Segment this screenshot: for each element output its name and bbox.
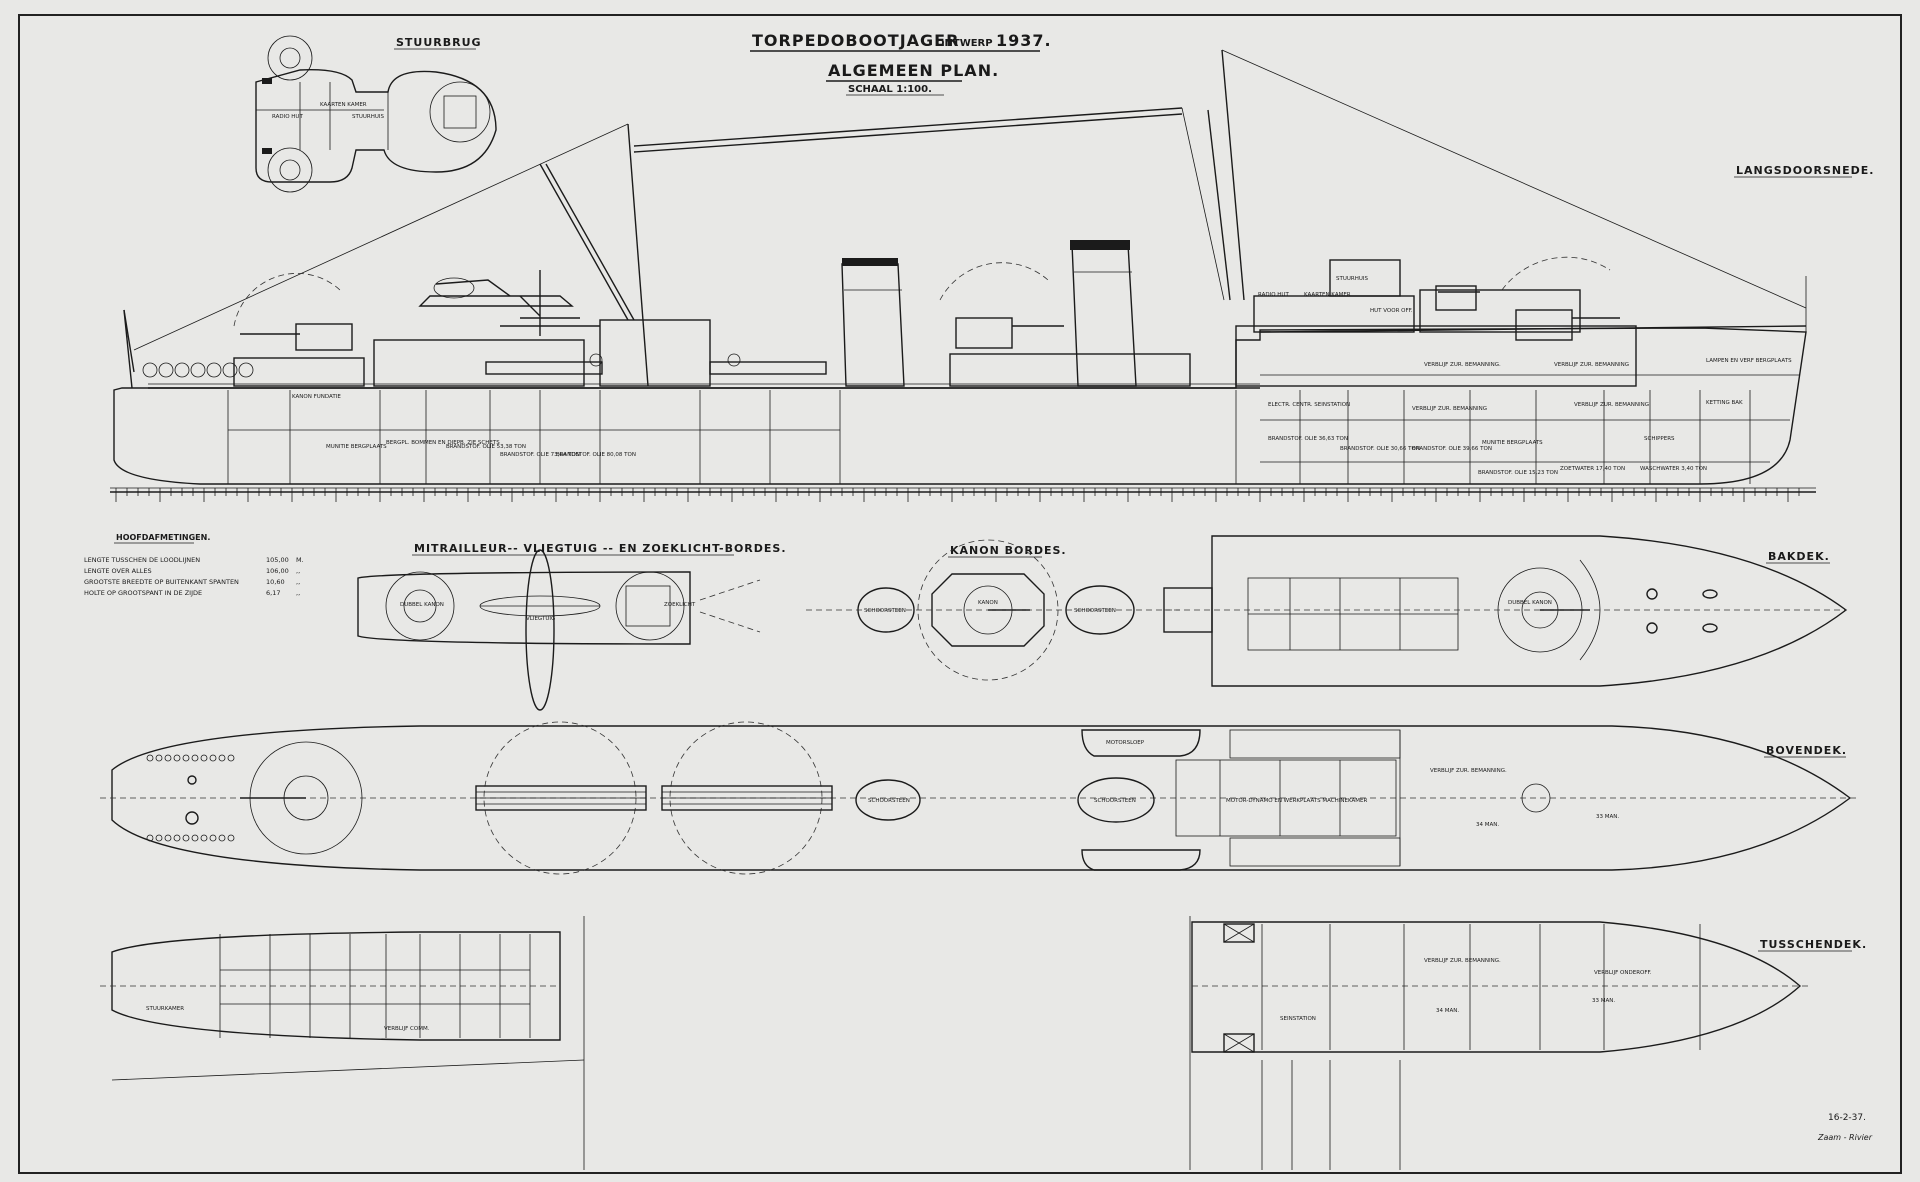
section-langsdoorsnede: LANGSDOORSNEDE. <box>1736 164 1874 177</box>
section-mitrailleur: MITRAILLEUR-- VLIEGTUIG -- EN ZOEKLICHT-… <box>414 542 787 555</box>
upper-deck-plan: SCHOORSTEEN SCHOORSTEEN MOTORSLOEP MOTOR… <box>100 721 1860 875</box>
section-bakdek: BAKDEK. <box>1768 550 1830 563</box>
bridge-plan: KAARTEN KAMER RADIO HUT STUURHUIS <box>255 35 497 193</box>
bovendek-schoorsteen-2: SCHOORSTEEN <box>1094 798 1136 804</box>
dims-row-unit: ,, <box>296 589 300 597</box>
gun-fwd <box>1435 256 1620 341</box>
profile-waschwater: WASCHWATER 3,40 TON <box>1640 466 1707 472</box>
profile-schippers: SCHIPPERS <box>1644 436 1675 442</box>
profile-brandstof-2: BRANDSTOF. OLIE 73,64 TON <box>500 452 580 458</box>
dims-row-label: GROOTSTE BREEDTE OP BUITENKANT SPANTEN <box>84 578 239 586</box>
dims-row-label: HOLTE OP GROOTSPANT IN DE ZIJDE <box>84 589 202 597</box>
profile-kaartenkamer: KAARTEN KAMER <box>1304 292 1351 298</box>
profile-zoetwater: ZOETWATER 17,40 TON <box>1560 466 1625 472</box>
dims-row-label: LENGTE TUSSCHEN DE LOODLIJNEN <box>84 556 200 564</box>
bovendek-verblijf: VERBLIJF ZUR. BEMANNING. <box>1430 768 1507 774</box>
torpedo-mount-1 <box>475 721 647 875</box>
profile-munitie: MUNITIE BERGPLAATS <box>326 444 387 450</box>
plan-zoeklicht: ZOEKLICHT <box>664 602 696 608</box>
dims-heading: HOOFDAFMETINGEN. <box>116 533 210 542</box>
dims-row-value: 10,60 <box>266 578 285 586</box>
dims-row-unit: ,, <box>296 567 300 575</box>
title-year: 1937. <box>996 31 1052 50</box>
plan-schoorsteen-1: SCHOORSTEEN <box>864 608 906 614</box>
profile-brandstof-1: BRANDSTOF. OLIE 53,38 TON <box>446 444 526 450</box>
bridge-stuurhuis: STUURHUIS <box>352 114 385 120</box>
bovendek-machinekamer: MOTOR-DYNAMO EN WERKPLAATS MACHINEKAMER <box>1226 798 1367 804</box>
profile-radiohut: RADIO HUT <box>1258 292 1289 298</box>
profile-brandstof-5: BRANDSTOF. OLIE 30,66 TON <box>1340 446 1420 452</box>
seaplane <box>418 270 600 336</box>
profile-verblijf-2: VERBLIJF ZUR. BEMANNING <box>1554 362 1629 368</box>
gun-mid <box>939 262 1064 349</box>
title-block: TORPEDOBOOTJAGER ONTWERP 1937. ALGEMEEN … <box>750 31 1052 96</box>
section-tusschendek: TUSSCHENDEK. <box>1760 938 1867 951</box>
dims-row-unit: ,, <box>296 578 300 586</box>
dims-row-value: 6,17 <box>266 589 280 597</box>
profile-brandstof-7: BRANDSTOF. OLIE 15,23 TON <box>1478 470 1558 476</box>
profile-verblijf-3: VERBLIJF ZUR. BEMANNING <box>1412 406 1487 412</box>
sheet-border <box>18 14 1902 1174</box>
lower-33-man: 33 MAN. <box>1592 998 1615 1004</box>
title-plan: ALGEMEEN PLAN. <box>828 61 999 80</box>
profile-lampen: LAMPEN EN VERF BERGPLAATS <box>1706 358 1792 364</box>
signature: Zaam - Rivier <box>1817 1133 1873 1142</box>
plan-vliegtuig: VLIEGTUIG <box>526 616 555 622</box>
profile-electr: ELECTR. CENTR. SEINSTATION <box>1268 402 1350 408</box>
lower-34-man: 34 MAN. <box>1436 1008 1459 1014</box>
lower-verblijf-onderoff: VERBLIJF ONDEROFF. <box>1594 970 1652 976</box>
torpedo-tubes-profile <box>485 353 827 375</box>
forecastle-deck-plan: DUBBEL KANON <box>1163 535 1848 687</box>
frame-scale <box>115 488 1800 502</box>
bovendek-schoorsteen-1: SCHOORSTEEN <box>868 798 910 804</box>
section-stuurbrug: STUURBRUG <box>396 36 482 49</box>
lower-deck-plan: STUURKAMER VERBLIJF COMM. SEINSTATION VE… <box>100 916 1812 1170</box>
title-ontwerp: ONTWERP <box>936 38 993 49</box>
bridge-radiohut: RADIO HUT <box>272 114 303 120</box>
torpedo-mount-2 <box>661 721 833 875</box>
bakdek-dubbel-kanon: DUBBEL KANON <box>1508 600 1552 606</box>
dims-row-unit: M. <box>296 556 304 564</box>
dims-row-label: LENGTE OVER ALLES <box>84 567 152 575</box>
plan-schoorsteen-2: SCHOORSTEEN <box>1074 608 1116 614</box>
bovendek-34-man: 34 MAN. <box>1476 822 1499 828</box>
dims-row-value: 106,00 <box>266 567 289 575</box>
profile-ketting: KETTING BAK <box>1706 400 1743 406</box>
bridge-kaartenkamer: KAARTEN KAMER <box>320 102 367 108</box>
profile-munitie-2: MUNITIE BERGPLAATS <box>1482 440 1543 446</box>
section-kanon-bordes: KANON BORDES. <box>950 544 1067 557</box>
lower-verblijf-bemanning: VERBLIJF ZUR. BEMANNING. <box>1424 958 1501 964</box>
plan-dubbel-kanon: DUBBEL KANON <box>400 602 444 608</box>
bovendek-33-man: 33 MAN. <box>1596 814 1619 820</box>
title-main: TORPEDOBOOTJAGER <box>752 31 959 50</box>
drawing-date: 16-2-37. <box>1828 1113 1866 1123</box>
bovendek-motorsloep: MOTORSLOEP <box>1106 740 1145 746</box>
profile-bommen: BERGPL. BOMMEN EN DIEPB. ZIE SCHETS <box>386 440 500 446</box>
aircraft-platform-plan: VLIEGTUIG ZOEKLICHT DUBBEL KANON <box>357 549 761 711</box>
gun-aft <box>233 273 353 351</box>
lower-stuurkamer: STUURKAMER <box>146 1006 184 1012</box>
gun-platform-plan: SCHOORSTEEN SCHOORSTEEN KANON <box>806 539 1180 681</box>
plan-kanon: KANON <box>978 600 998 606</box>
profile-brandstof-4: BRANDSTOF. OLIE 36,63 TON <box>1268 436 1348 442</box>
profile-stuurhuis: STUURHUIS <box>1336 276 1369 282</box>
lower-verblijf-comm: VERBLIJF COMM. <box>384 1026 430 1032</box>
dims-row-value: 105,00 <box>266 556 289 564</box>
profile-verblijf-4: VERBLIJF ZUR. BEMANNING <box>1574 402 1649 408</box>
profile-brandstof-3: BRANDSTOF. OLIE 80,08 TON <box>556 452 636 458</box>
profile-view: KANON FUNDATIE MUNITIE BERGPLAATS BERGPL… <box>110 49 1816 502</box>
lower-seinstation: SEINSTATION <box>1280 1016 1316 1022</box>
profile-verblijf-1: VERBLIJF ZUR. BEMANNING. <box>1424 362 1501 368</box>
profile-kanon-fundatie: KANON FUNDATIE <box>292 394 341 400</box>
profile-hut-off: HUT VOOR OFF. <box>1370 308 1413 314</box>
profile-brandstof-6: BRANDSTOF. OLIE 39,66 TON <box>1412 446 1492 452</box>
main-dimensions: HOOFDAFMETINGEN. LENGTE TUSSCHEN DE LOOD… <box>84 533 304 597</box>
title-scale: SCHAAL 1:100. <box>848 84 932 95</box>
section-bovendek: BOVENDEK. <box>1766 744 1847 757</box>
